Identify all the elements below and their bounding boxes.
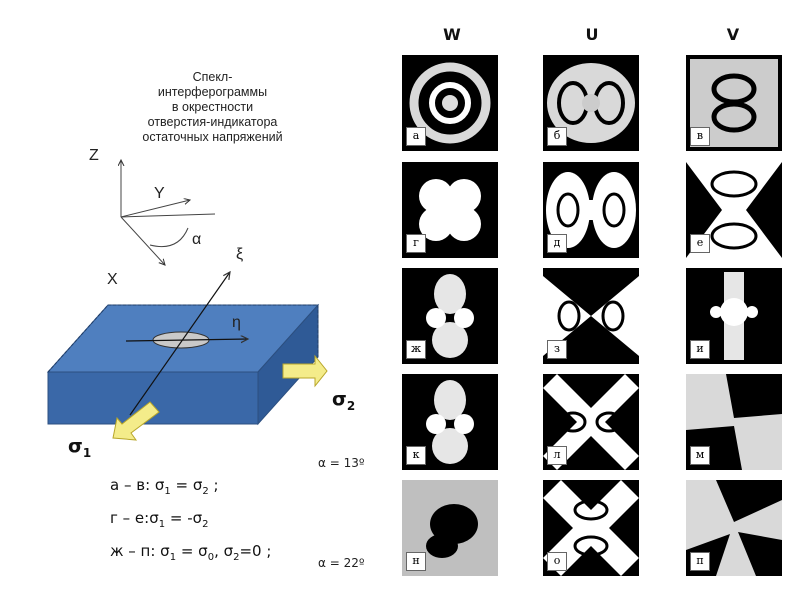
column-header-u: U [585, 25, 599, 44]
tile-letter-label: п [690, 552, 710, 571]
sigma2-label: σ2 [332, 388, 356, 413]
speckle-pattern [543, 276, 639, 356]
tile-letter-label: и [690, 340, 710, 359]
interferogram-tile: ж [402, 268, 498, 364]
formula-line-3: ж – п: σ1 = σ0, σ2=0 ; [110, 542, 272, 563]
figure-caption: Спекл- интерферограммы в окрестности отв… [142, 70, 283, 144]
tile-letter-label: м [690, 446, 710, 465]
xi-axis-line [129, 272, 230, 416]
column-header-v: V [726, 25, 740, 44]
z-axis-label: Z [89, 147, 99, 164]
column-header-w: W [443, 25, 461, 44]
interferogram-tile: з [543, 268, 639, 364]
speckle-pattern [543, 480, 639, 576]
alpha-label: α [192, 231, 202, 248]
tile-letter-label: ж [406, 340, 426, 359]
speckle-pattern [409, 62, 491, 144]
speckle-pattern [547, 63, 635, 143]
interferogram-tile: в [686, 55, 782, 151]
interferogram-tile: д [543, 162, 639, 258]
tile-letter-label: н [406, 552, 426, 571]
tile-letter-label: л [547, 446, 567, 465]
tile-letter-label: в [690, 127, 710, 146]
y-axis-label: Y [154, 185, 165, 202]
eta-axis-line [125, 339, 248, 341]
formula-line-2: г – е:σ1 = -σ2 [110, 509, 209, 530]
row-label-alpha-22: α = 22º [318, 556, 365, 570]
interferogram-tile: н [402, 480, 498, 576]
speckle-pattern [419, 179, 481, 241]
tile-letter-label: б [547, 127, 567, 146]
speckle-pattern [426, 380, 474, 464]
interferogram-tile: г [402, 162, 498, 258]
x-axis-label: X [107, 271, 118, 288]
eta-label: η [232, 314, 241, 331]
xi-label: ξ [236, 246, 244, 263]
specimen-diagram [46, 0, 328, 441]
speckle-pattern [546, 172, 636, 248]
coordinate-axes [121, 160, 216, 265]
speckle-pattern [686, 480, 782, 576]
tile-letter-label: к [406, 446, 426, 465]
sigma1-arrow [112, 401, 160, 441]
speckle-pattern [543, 374, 639, 470]
speckle-pattern [710, 272, 758, 360]
sigma2-arrow [282, 354, 328, 388]
interferogram-tile: к [402, 374, 498, 470]
speckle-pattern [686, 162, 782, 258]
interferogram-tile: л [543, 374, 639, 470]
interferogram-tile: б [543, 55, 639, 151]
interferogram-tile: а [402, 55, 498, 151]
row-label-alpha-13: α = 13º [318, 456, 365, 470]
formula-line-1: а – в: σ1 = σ2 ; [110, 476, 219, 497]
speckle-pattern [426, 274, 474, 358]
tile-letter-label: е [690, 234, 710, 253]
tile-letter-label: а [406, 127, 426, 146]
interferogram-tile: о [543, 480, 639, 576]
sigma1-label: σ1 [68, 435, 92, 460]
tile-letter-label: о [547, 552, 567, 571]
interferogram-tile: е [686, 162, 782, 258]
interferogram-tile: п [686, 480, 782, 576]
interferogram-tile: м [686, 374, 782, 470]
tile-letter-label: з [547, 340, 567, 359]
interferogram-tile: и [686, 268, 782, 364]
tile-letter-label: д [547, 234, 567, 253]
specimen-block [46, 303, 320, 426]
speckle-pattern [686, 374, 782, 470]
tile-letter-label: г [406, 234, 426, 253]
